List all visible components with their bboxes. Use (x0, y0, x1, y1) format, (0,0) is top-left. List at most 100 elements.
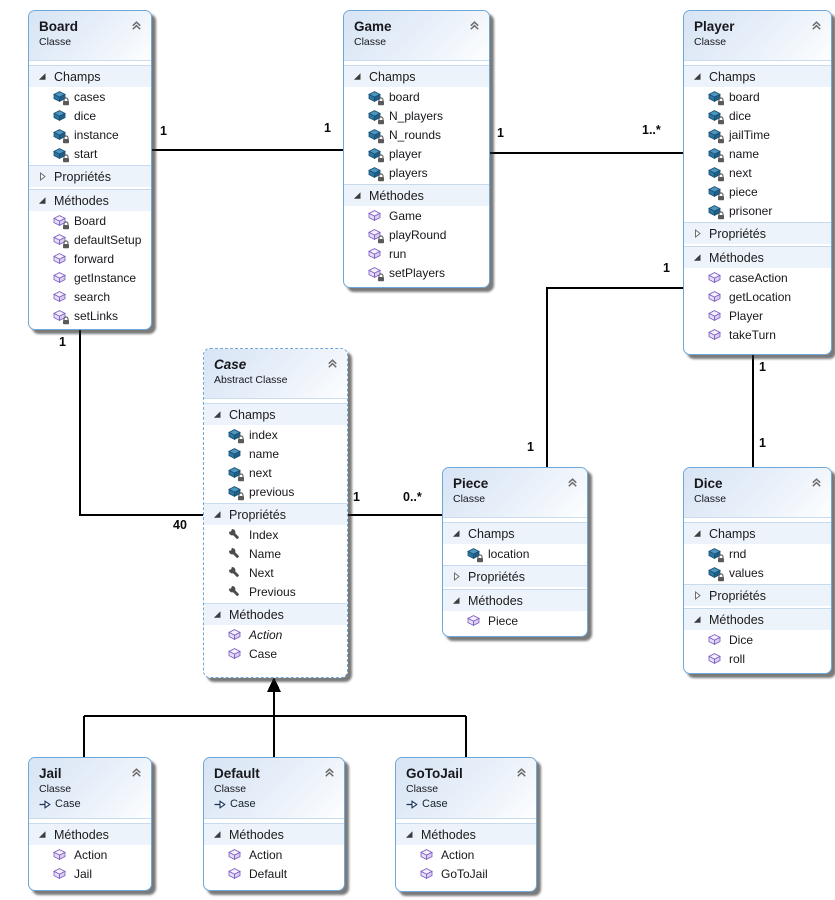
collapse-chevron-icon[interactable] (810, 19, 823, 32)
expander-expanded-icon[interactable] (353, 72, 362, 81)
expander-expanded-icon[interactable] (693, 253, 702, 262)
member-row[interactable]: Action (204, 625, 347, 644)
expander-expanded-icon[interactable] (213, 610, 222, 619)
expander-collapsed-icon[interactable] (38, 172, 47, 181)
connector-board-case[interactable] (79, 330, 203, 516)
collapse-chevron-icon[interactable] (515, 766, 528, 779)
section-header[interactable]: Méthodes (204, 603, 347, 625)
member-row[interactable]: cases (29, 87, 151, 106)
member-row[interactable]: next (684, 163, 831, 182)
member-row[interactable]: Name (204, 544, 347, 563)
expander-expanded-icon[interactable] (213, 510, 222, 519)
member-row[interactable]: Action (29, 845, 151, 864)
member-row[interactable]: Piece (443, 611, 587, 630)
member-row[interactable]: Player (684, 306, 831, 325)
expander-expanded-icon[interactable] (353, 191, 362, 200)
section-header[interactable]: Champs (344, 65, 489, 87)
member-row[interactable]: Index (204, 525, 347, 544)
section-header[interactable]: Champs (684, 65, 831, 87)
collapse-chevron-icon[interactable] (326, 357, 339, 370)
expander-expanded-icon[interactable] (213, 830, 222, 839)
member-row[interactable]: N_rounds (344, 125, 489, 144)
member-row[interactable]: board (344, 87, 489, 106)
member-row[interactable]: GoToJail (396, 864, 536, 883)
member-row[interactable]: name (684, 144, 831, 163)
member-row[interactable]: defaultSetup (29, 230, 151, 249)
member-row[interactable]: previous (204, 482, 347, 501)
member-row[interactable]: search (29, 287, 151, 306)
member-row[interactable]: board (684, 87, 831, 106)
expander-expanded-icon[interactable] (452, 596, 461, 605)
section-header[interactable]: Propriétés (684, 222, 831, 244)
collapse-chevron-icon[interactable] (468, 19, 481, 32)
member-row[interactable]: rnd (684, 544, 831, 563)
section-header[interactable]: Méthodes (204, 823, 344, 845)
collapse-chevron-icon[interactable] (130, 19, 143, 32)
member-row[interactable]: Default (204, 864, 344, 883)
member-row[interactable]: start (29, 144, 151, 163)
section-header[interactable]: Méthodes (344, 184, 489, 206)
member-row[interactable]: Previous (204, 582, 347, 601)
section-header[interactable]: Propriétés (29, 165, 151, 187)
section-header[interactable]: Propriétés (204, 503, 347, 525)
section-header[interactable]: Champs (29, 65, 151, 87)
member-row[interactable]: Case (204, 644, 347, 663)
member-row[interactable]: index (204, 425, 347, 444)
expander-expanded-icon[interactable] (38, 196, 47, 205)
member-row[interactable]: caseAction (684, 268, 831, 287)
member-row[interactable]: roll (684, 649, 831, 668)
expander-expanded-icon[interactable] (213, 410, 222, 419)
member-row[interactable]: takeTurn (684, 325, 831, 344)
expander-collapsed-icon[interactable] (693, 591, 702, 600)
member-row[interactable]: Action (204, 845, 344, 864)
section-header[interactable]: Méthodes (684, 246, 831, 268)
member-row[interactable]: setPlayers (344, 263, 489, 282)
member-row[interactable]: forward (29, 249, 151, 268)
member-row[interactable]: Action (396, 845, 536, 864)
member-row[interactable]: dice (684, 106, 831, 125)
section-header[interactable]: Méthodes (684, 608, 831, 630)
section-header[interactable]: Champs (443, 522, 587, 544)
member-row[interactable]: Game (344, 206, 489, 225)
expander-expanded-icon[interactable] (693, 72, 702, 81)
member-row[interactable]: jailTime (684, 125, 831, 144)
section-header[interactable]: Méthodes (29, 823, 151, 845)
member-row[interactable]: players (344, 163, 489, 182)
expander-expanded-icon[interactable] (693, 615, 702, 624)
connector-player-piece[interactable] (546, 287, 683, 467)
expander-expanded-icon[interactable] (693, 529, 702, 538)
member-row[interactable]: N_players (344, 106, 489, 125)
expander-expanded-icon[interactable] (452, 529, 461, 538)
member-row[interactable]: values (684, 563, 831, 582)
expander-expanded-icon[interactable] (405, 830, 414, 839)
expander-collapsed-icon[interactable] (693, 229, 702, 238)
member-row[interactable]: Dice (684, 630, 831, 649)
member-row[interactable]: location (443, 544, 587, 563)
member-row[interactable]: getLocation (684, 287, 831, 306)
collapse-chevron-icon[interactable] (810, 476, 823, 489)
member-row[interactable]: setLinks (29, 306, 151, 325)
section-header[interactable]: Propriétés (443, 565, 587, 587)
section-header[interactable]: Propriétés (684, 584, 831, 606)
collapse-chevron-icon[interactable] (566, 476, 579, 489)
section-header[interactable]: Méthodes (443, 589, 587, 611)
expander-expanded-icon[interactable] (38, 830, 47, 839)
member-row[interactable]: Next (204, 563, 347, 582)
section-header[interactable]: Méthodes (396, 823, 536, 845)
member-row[interactable]: run (344, 244, 489, 263)
member-row[interactable]: prisoner (684, 201, 831, 220)
